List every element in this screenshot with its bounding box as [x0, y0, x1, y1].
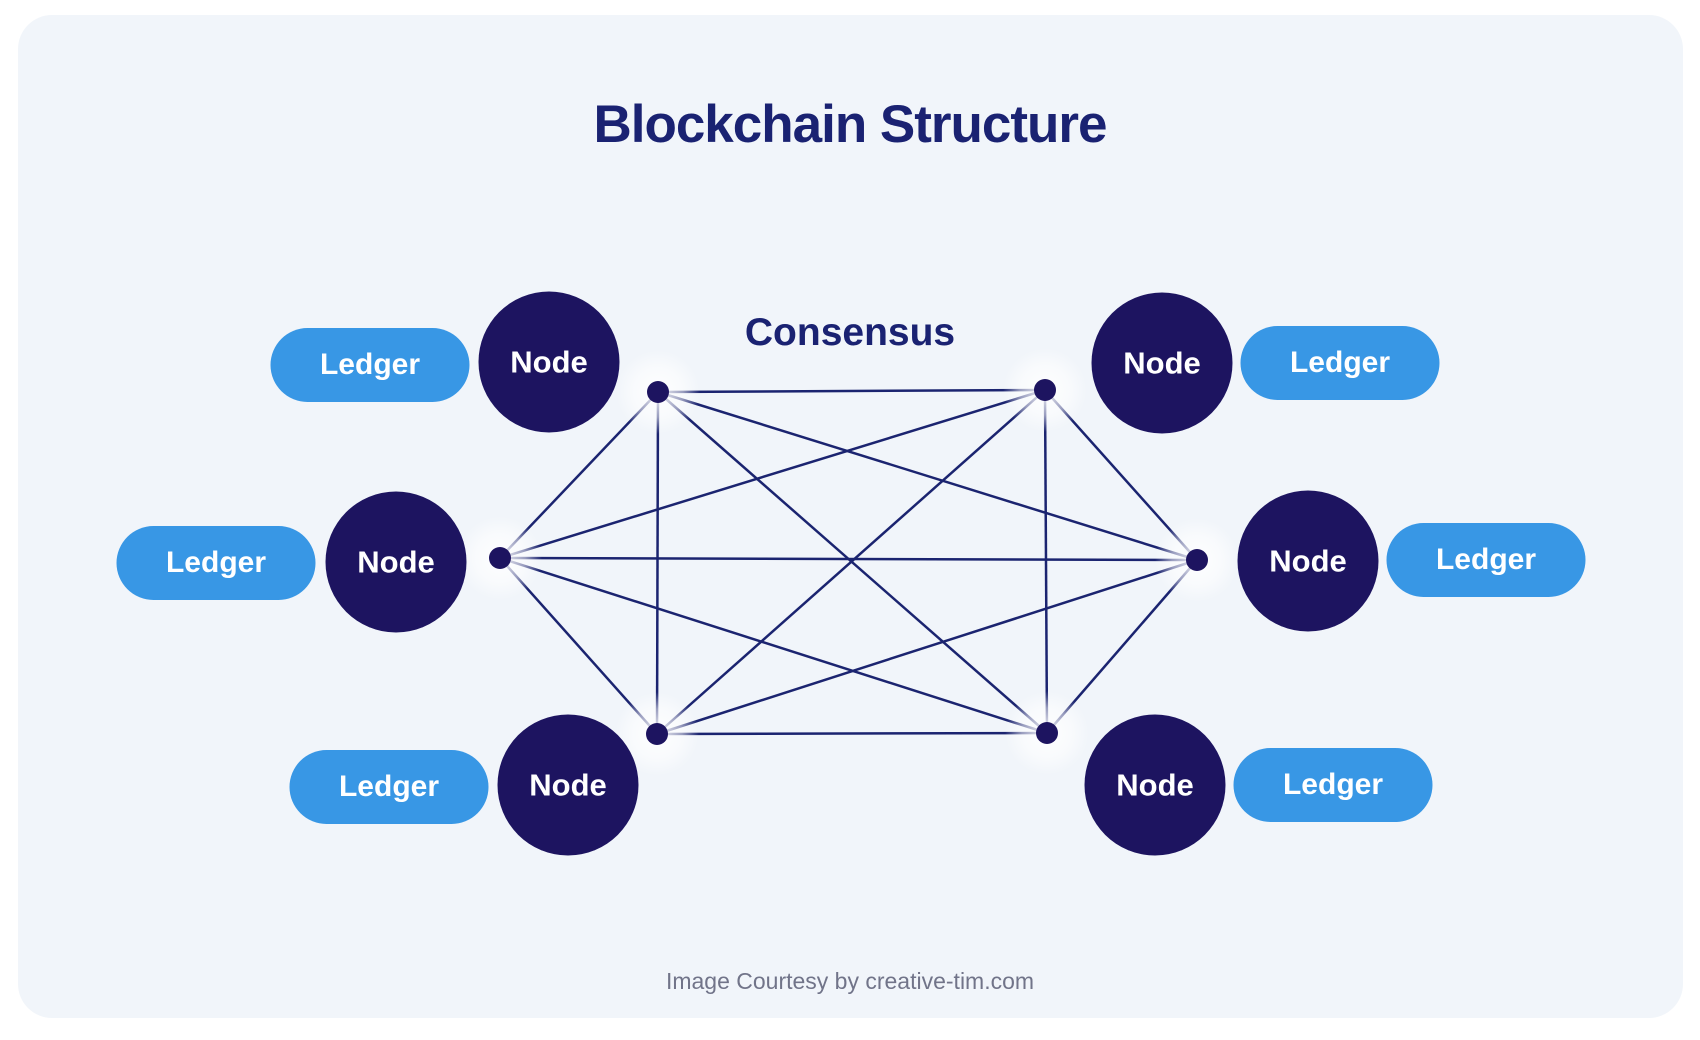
graph-edge [499, 556, 1198, 562]
graph-vertex-dot [1034, 379, 1056, 401]
graph-edge [656, 558, 1198, 736]
ledger-pill: Ledger [270, 328, 470, 402]
ledger-pill: Ledger [1240, 326, 1440, 400]
node-circle: Node [325, 491, 467, 633]
diagram-card [18, 15, 1683, 1018]
node-circle: Node [1084, 714, 1226, 856]
graph-edge [657, 388, 1046, 394]
node-circle: Node [478, 291, 620, 433]
graph-vertex-dot [647, 381, 669, 403]
graph-edge [656, 389, 1046, 735]
graph-vertex-dot [1036, 722, 1058, 744]
ledger-pill: Ledger [1233, 748, 1433, 822]
node-circle: Node [497, 714, 639, 856]
node-circle: Node [1091, 292, 1233, 434]
graph-edge [499, 388, 1046, 560]
graph-vertex-dot [646, 723, 668, 745]
ledger-pill: Ledger [116, 526, 316, 600]
graph-edge [657, 391, 1048, 734]
node-circle: Node [1237, 490, 1379, 632]
graph-vertex-dot [1186, 549, 1208, 571]
graph-edge [1043, 389, 1049, 734]
graph-edge [499, 556, 1048, 735]
graph-edge [657, 390, 1198, 562]
consensus-label: Consensus [744, 311, 956, 354]
graph-edge [655, 391, 660, 735]
graph-edge [656, 731, 1048, 736]
ledger-pill: Ledger [289, 750, 489, 824]
footer-credit: Image Courtesy by creative-tim.com [665, 968, 1035, 994]
graph-vertex-dot [489, 547, 511, 569]
page-title: Blockchain Structure [593, 95, 1107, 154]
ledger-pill: Ledger [1386, 523, 1586, 597]
